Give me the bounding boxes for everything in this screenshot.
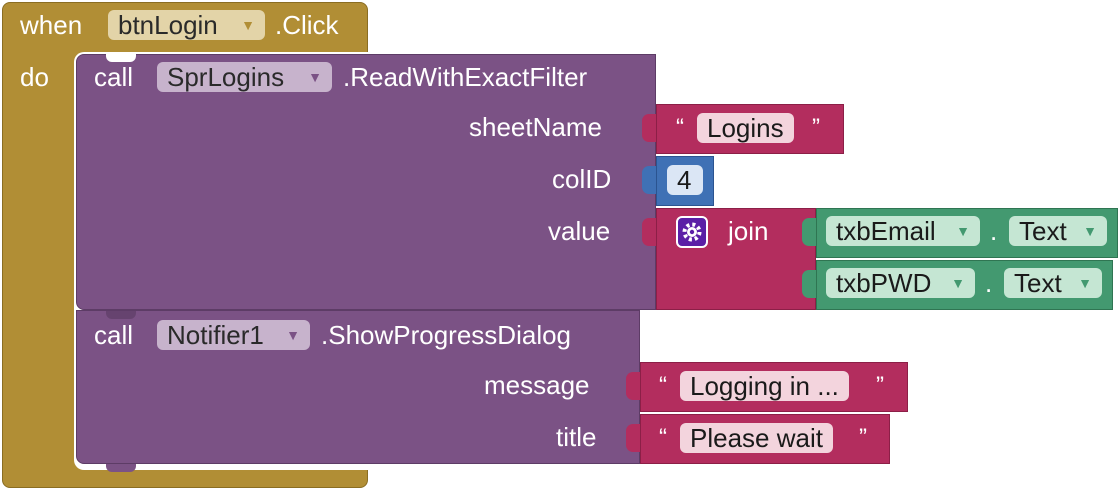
- statement-top-tab: [106, 54, 136, 62]
- input-socket-notch: [642, 114, 656, 142]
- chevron-down-icon: ▼: [241, 17, 255, 33]
- read-method-name: .ReadWithExactFilter: [343, 62, 588, 92]
- getter-property-dropdown-txbEmail[interactable]: Text ▼: [1009, 216, 1107, 246]
- param-label-sheetName: sheetName: [469, 112, 602, 142]
- chevron-down-icon: ▼: [286, 327, 300, 343]
- input-socket-notch: [642, 218, 656, 246]
- statement-bottom-tab: [106, 464, 136, 472]
- getter-component-value: txbEmail: [836, 216, 936, 246]
- notify-component-dropdown[interactable]: Notifier1 ▼: [157, 320, 310, 350]
- text-field-message[interactable]: Logging in ...: [680, 371, 849, 401]
- input-socket-notch: [642, 166, 656, 194]
- call-keyword: call: [94, 320, 134, 350]
- open-quote-icon: “: [659, 424, 667, 451]
- join-keyword: join: [728, 216, 769, 246]
- gear-icon[interactable]: [676, 216, 708, 248]
- param-label-message: message: [484, 370, 590, 400]
- input-socket-notch: [802, 270, 816, 298]
- param-label-title: title: [556, 422, 597, 452]
- notify-component-value: Notifier1: [167, 320, 264, 350]
- chevron-down-icon: ▼: [956, 223, 970, 239]
- input-socket-notch: [626, 372, 640, 400]
- chevron-down-icon: ▼: [308, 69, 322, 85]
- chevron-down-icon: ▼: [951, 275, 965, 291]
- chevron-down-icon: ▼: [1083, 223, 1097, 239]
- chevron-down-icon: ▼: [1078, 275, 1092, 291]
- param-label-value: value: [548, 216, 611, 246]
- open-quote-icon: “: [659, 372, 667, 399]
- notify-method-name: .ShowProgressDialog: [321, 320, 572, 350]
- getter-property-dropdown-txbPWD[interactable]: Text ▼: [1004, 268, 1102, 298]
- text-field-title[interactable]: Please wait: [680, 423, 833, 453]
- param-label-colID: colID: [552, 164, 612, 194]
- close-quote-icon: ”: [812, 114, 820, 141]
- getter-component-value: txbPWD: [836, 268, 932, 298]
- event-name: .Click: [275, 10, 339, 40]
- getter-component-dropdown-txbPWD[interactable]: txbPWD ▼: [826, 268, 975, 298]
- getter-property-value: Text: [1014, 268, 1062, 298]
- read-component-value: SprLogins: [167, 62, 285, 92]
- text-field-sheetName[interactable]: Logins: [697, 113, 794, 143]
- input-socket-notch: [626, 424, 640, 452]
- input-socket-notch: [802, 218, 816, 246]
- event-component-value: btnLogin: [118, 10, 218, 40]
- when-keyword: when: [20, 10, 83, 40]
- read-component-dropdown[interactable]: SprLogins ▼: [157, 62, 332, 92]
- getter-dot: .: [990, 216, 998, 246]
- close-quote-icon: ”: [859, 424, 867, 451]
- event-component-dropdown[interactable]: btnLogin ▼: [108, 10, 265, 40]
- statement-top-tab: [106, 311, 136, 319]
- call-block-readwithexactfilter[interactable]: [76, 54, 656, 310]
- getter-dot: .: [985, 268, 993, 298]
- open-quote-icon: “: [676, 114, 684, 141]
- do-keyword: do: [20, 62, 49, 92]
- getter-component-dropdown-txbEmail[interactable]: txbEmail ▼: [826, 216, 980, 246]
- call-keyword: call: [94, 62, 134, 92]
- close-quote-icon: ”: [876, 372, 884, 399]
- getter-property-value: Text: [1019, 216, 1067, 246]
- number-field-colID[interactable]: 4: [667, 165, 703, 195]
